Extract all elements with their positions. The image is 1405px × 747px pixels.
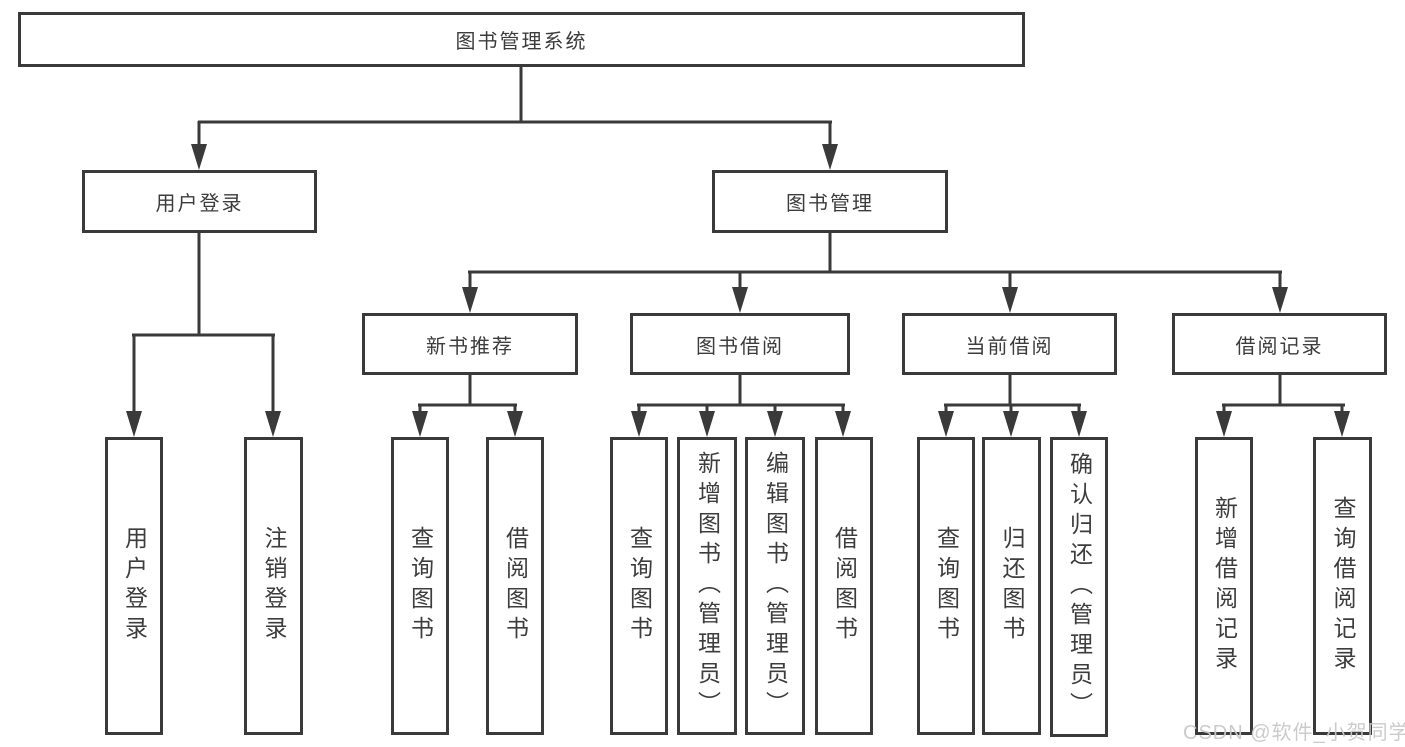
node-user-login: 用户登录 [82, 170, 317, 233]
node-new-book-recommend: 新书推荐 [362, 313, 578, 375]
watermark: CSDN @软件_小贺同学 [1183, 722, 1405, 744]
connector-new-book-branch [412, 375, 523, 437]
leaf-return-books: 归还图书 [982, 437, 1041, 735]
leaf-user-login: 用户登录 [105, 437, 163, 735]
node-root-system: 图书管理系统 [18, 12, 1025, 67]
node-book-management-label: 图书管理 [786, 193, 874, 215]
node-borrow-records: 借阅记录 [1172, 313, 1387, 375]
leaf-add-borrow-record-label: 新增借阅记录 [1211, 496, 1238, 676]
node-current-borrow-label: 当前借阅 [965, 335, 1054, 358]
node-root-label: 图书管理系统 [455, 31, 588, 53]
node-borrow-records-label: 借阅记录 [1235, 335, 1324, 358]
node-current-borrow: 当前借阅 [902, 313, 1117, 375]
leaf-query-books-recommend: 查询图书 [391, 437, 449, 735]
connector-borrow-records-branch [1216, 375, 1350, 437]
leaf-logout-label: 注销登录 [261, 526, 287, 646]
leaf-user-login-label: 用户登录 [121, 526, 148, 646]
node-book-borrow: 图书借阅 [630, 313, 850, 375]
leaf-query-books-recommend-label: 查询图书 [407, 526, 434, 646]
leaf-confirm-return-admin: 确认归还（管理员） [1050, 437, 1108, 737]
leaf-add-borrow-record: 新增借阅记录 [1195, 437, 1253, 735]
connector-root-to-level2 [191, 67, 838, 170]
leaf-borrow-books-label: 借阅图书 [831, 526, 858, 646]
leaf-query-books-borrow: 查询图书 [610, 437, 668, 735]
leaf-borrow-books: 借阅图书 [815, 437, 873, 735]
leaf-query-borrow-record: 查询借阅记录 [1313, 437, 1372, 735]
node-new-book-recommend-label: 新书推荐 [426, 335, 514, 358]
connector-book-mgmt-to-level3 [462, 233, 1288, 313]
leaf-borrow-books-recommend-label: 借阅图书 [502, 526, 529, 646]
leaf-add-books-admin: 新增图书（管理员） [677, 437, 737, 735]
leaf-edit-books-admin: 编辑图书（管理员） [745, 437, 805, 735]
leaf-logout: 注销登录 [244, 437, 303, 735]
node-user-login-label: 用户登录 [155, 193, 244, 215]
connector-user-login-branch [126, 233, 281, 437]
leaf-query-books-borrow-label: 查询图书 [626, 526, 653, 646]
leaf-return-books-label: 归还图书 [999, 526, 1025, 646]
leaf-edit-books-admin-label: 编辑图书（管理员） [762, 451, 789, 721]
leaf-borrow-books-recommend: 借阅图书 [486, 437, 544, 735]
connector-book-borrow-branch [631, 375, 851, 437]
leaf-query-books-current-label: 查询图书 [933, 526, 960, 646]
node-book-borrow-label: 图书借阅 [696, 335, 784, 358]
leaf-confirm-return-admin-label: 确认归还（管理员） [1066, 452, 1093, 722]
leaf-query-borrow-record-label: 查询借阅记录 [1330, 496, 1356, 676]
leaf-add-books-admin-label: 新增图书（管理员） [694, 451, 721, 721]
leaf-query-books-current: 查询图书 [917, 437, 975, 735]
node-book-management: 图书管理 [712, 170, 948, 233]
connector-current-borrow-branch [938, 375, 1087, 437]
